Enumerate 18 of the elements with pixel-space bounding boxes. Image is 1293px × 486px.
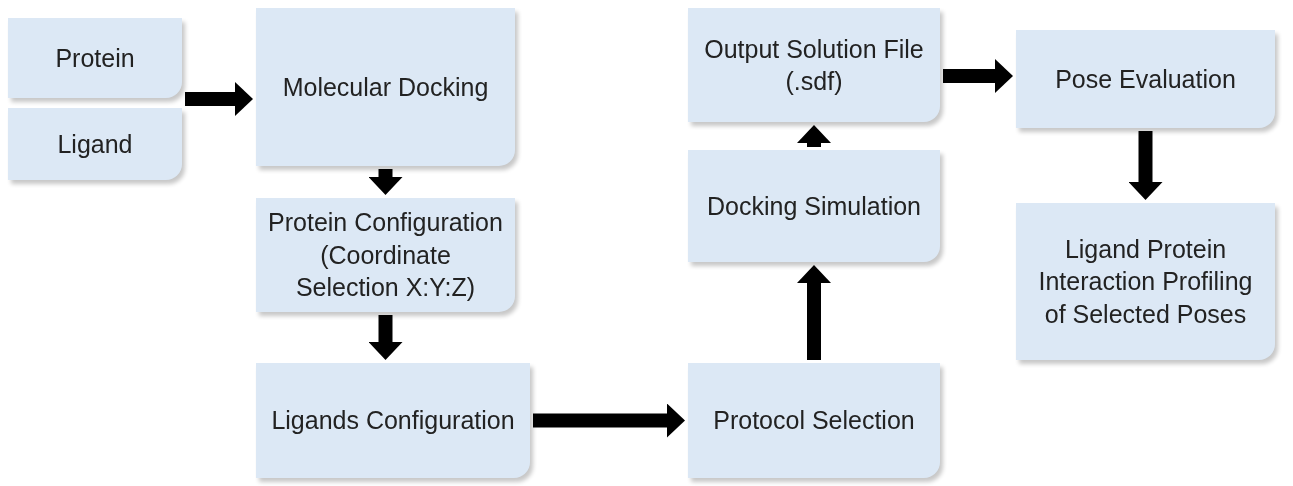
block-arrow <box>943 59 1013 93</box>
process-box: Protein <box>8 18 182 98</box>
block-arrow <box>368 169 403 195</box>
block-arrow <box>797 125 831 147</box>
block-arrow <box>185 82 253 116</box>
process-box: Output Solution File (.sdf) <box>688 8 940 122</box>
block-arrow <box>1128 131 1163 200</box>
process-box: Protein Configuration (Coordinate Selection X:Y:Z) <box>256 198 515 312</box>
process-box: Molecular Docking <box>256 8 515 166</box>
process-box: Ligands Configuration <box>256 363 530 478</box>
process-box: Docking Simulation <box>688 150 940 262</box>
block-arrow <box>368 315 403 360</box>
process-box: Pose Evaluation <box>1016 30 1275 128</box>
process-box: Ligand Protein Interaction Profiling of Selected Poses <box>1016 203 1275 360</box>
process-box: Protocol Selection <box>688 363 940 478</box>
block-arrow <box>533 403 685 438</box>
process-box: Ligand <box>8 108 182 180</box>
block-arrow <box>797 265 831 360</box>
